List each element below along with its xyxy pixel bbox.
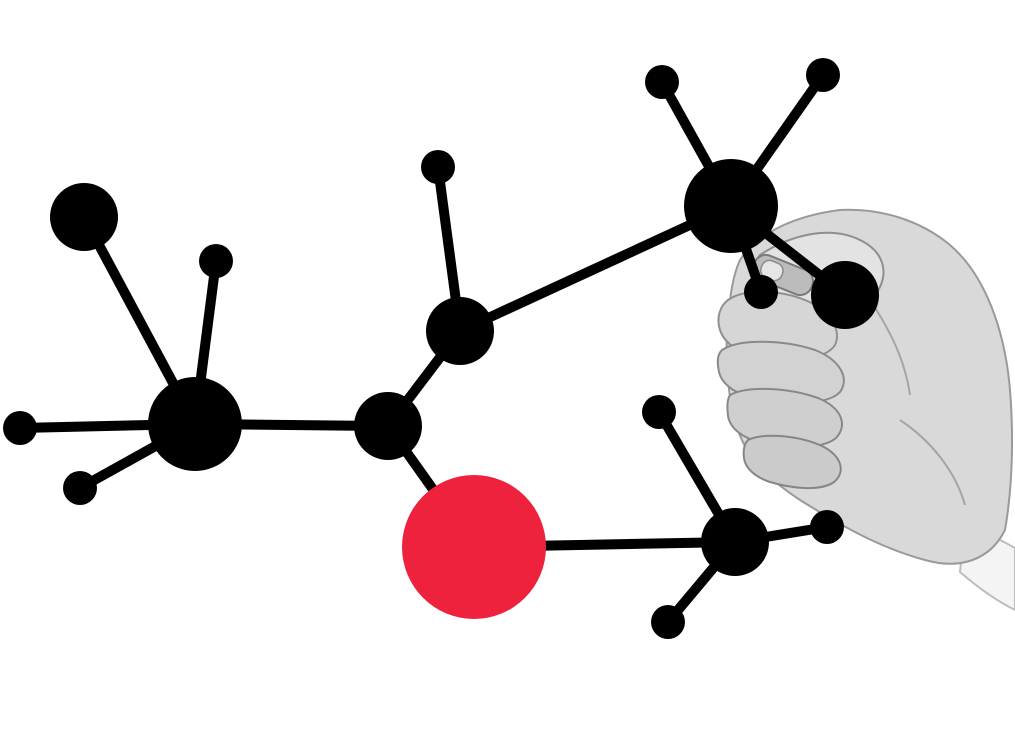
atom-highlight-red: [402, 475, 546, 619]
hand-creases: [869, 299, 966, 506]
atom-small: [421, 150, 455, 184]
atom-small: [810, 510, 844, 544]
atom-large: [50, 183, 118, 251]
atom-hub: [148, 377, 242, 471]
atom-medium: [354, 392, 422, 460]
atom-small: [199, 244, 233, 278]
atoms: [3, 58, 879, 639]
atom-small: [3, 411, 37, 445]
atom-medium: [426, 297, 494, 365]
atom-small: [744, 275, 778, 309]
atom-small: [651, 605, 685, 639]
atom-small: [806, 58, 840, 92]
atom-hub: [684, 159, 778, 253]
bond: [455, 201, 736, 336]
atom-medium: [811, 261, 879, 329]
atom-medium: [701, 508, 769, 576]
atom-small: [642, 395, 676, 429]
atom-small: [63, 471, 97, 505]
hand-pinky-finger: [742, 434, 842, 490]
atom-small: [645, 65, 679, 99]
